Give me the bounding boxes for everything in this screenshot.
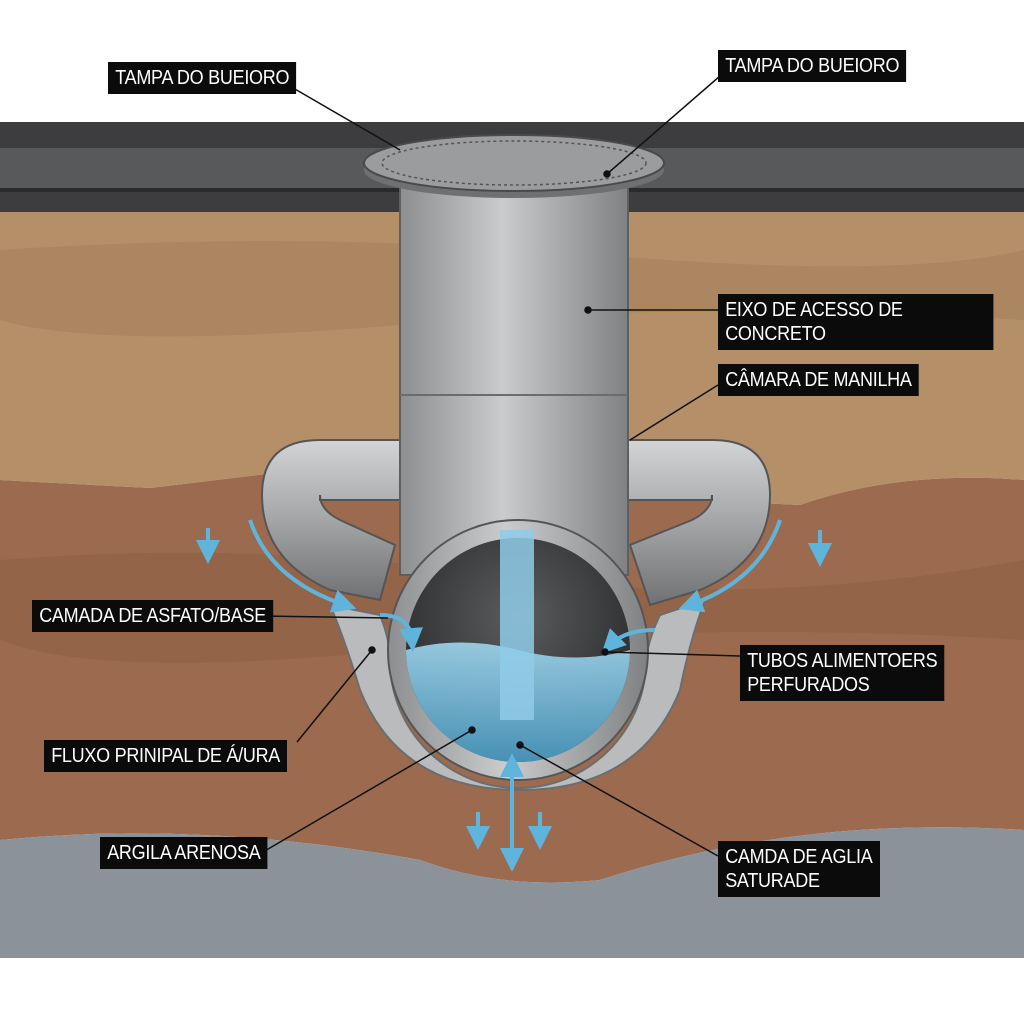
manhole-lid xyxy=(363,134,665,198)
label-feeder-pipes: TUBOS ALIMENTOERS PERFURADOS xyxy=(740,645,945,701)
label-lid-right: TAMPA DO BUEIORO xyxy=(718,50,907,82)
label-sandy-clay: ARGILA ARENOSA xyxy=(100,837,268,869)
label-lid-left: TAMPA DO BUEIORO xyxy=(108,62,297,94)
label-chamber: CÂMARA DE MANILHA xyxy=(718,364,919,396)
label-saturated-clay: CAMDA DE AGLIA SATURADE xyxy=(718,841,880,897)
label-base-layer: CAMADA DE ASFATO/BASE xyxy=(32,600,274,632)
water-stream xyxy=(500,530,534,720)
label-main-flow: FLUXO PRINIPAL DE Á/URA xyxy=(44,740,288,772)
label-shaft: EIXO DE ACESSO DE CONCRETO xyxy=(718,294,994,350)
leader-lines xyxy=(261,75,741,857)
feeder-pipe-right xyxy=(621,439,772,607)
feeder-pipe-left xyxy=(260,439,411,602)
flow-arrows xyxy=(196,519,832,872)
concrete-shaft xyxy=(399,184,629,576)
